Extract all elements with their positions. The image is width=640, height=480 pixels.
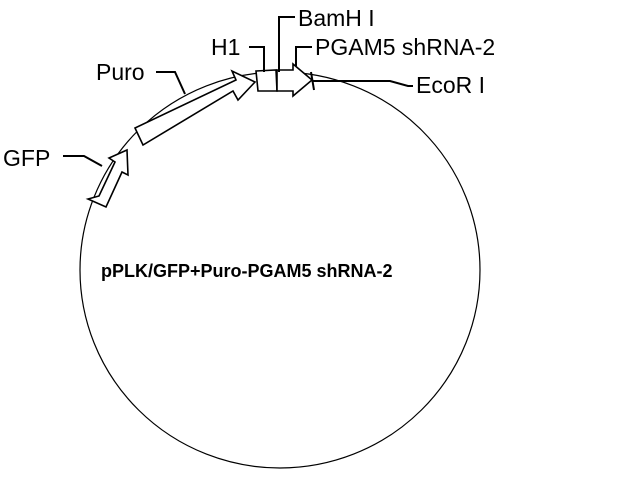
h1-leader-line [249, 46, 265, 72]
plasmid-name: pPLK/GFP+Puro-PGAM5 shRNA-2 [101, 261, 393, 281]
bamhi-leader-line [278, 16, 295, 72]
puro-label: Puro [96, 59, 145, 85]
shrna-label: PGAM5 shRNA-2 [315, 34, 495, 60]
ecori-leader-line [313, 80, 413, 87]
gfp-label: GFP [3, 145, 50, 171]
shrna-feature-arrow [276, 62, 314, 98]
gfp-feature-arrow [85, 148, 129, 209]
shrna-leader-line [295, 46, 312, 66]
puro-feature-arrow [133, 69, 257, 147]
gfp-leader-line [63, 155, 103, 167]
puro-leader-line [156, 71, 186, 95]
h1-label: H1 [211, 34, 240, 60]
ecori-site-tick [310, 71, 315, 91]
ecori-label: EcoR I [416, 72, 485, 98]
bamhi-label: BamH I [298, 5, 375, 31]
h1-promoter-box [255, 69, 278, 92]
